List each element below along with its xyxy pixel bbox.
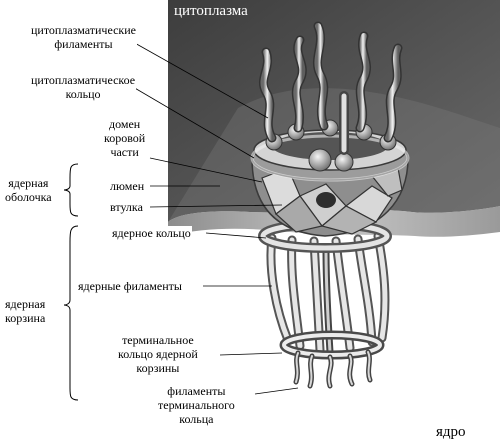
label-cortical-domain: домен коровой части: [103, 117, 147, 159]
leader-lines: [132, 41, 299, 395]
label-nuclear-basket: ядерная корзина: [4, 297, 47, 325]
terminal-filaments: [293, 349, 373, 389]
nucleus-region-label: ядро: [436, 424, 466, 440]
label-terminal-filaments: филаменты терминального кольца: [157, 384, 236, 426]
cytoplasm-region-label: цитоплазма: [174, 3, 248, 19]
label-cytoplasmic-ring: цитоплазматическое кольцо: [30, 73, 137, 101]
label-terminal-ring: терминальное кольцо ядерной корзины: [117, 333, 199, 375]
label-cytoplasmic-filaments: цитоплазматические филаменты: [30, 23, 137, 51]
label-nuclear-ring: ядерное кольцо: [111, 226, 192, 240]
cytoplasmic-filaments: [258, 21, 403, 143]
cytoplasm-region: [168, 0, 500, 222]
label-lumen: люмен: [109, 179, 146, 193]
braces: [63, 163, 79, 401]
label-spoke: втулка: [109, 200, 144, 214]
label-nuclear-envelope: ядерная оболочка: [4, 176, 53, 204]
label-nuclear-filaments: ядерные филаменты: [77, 279, 183, 293]
